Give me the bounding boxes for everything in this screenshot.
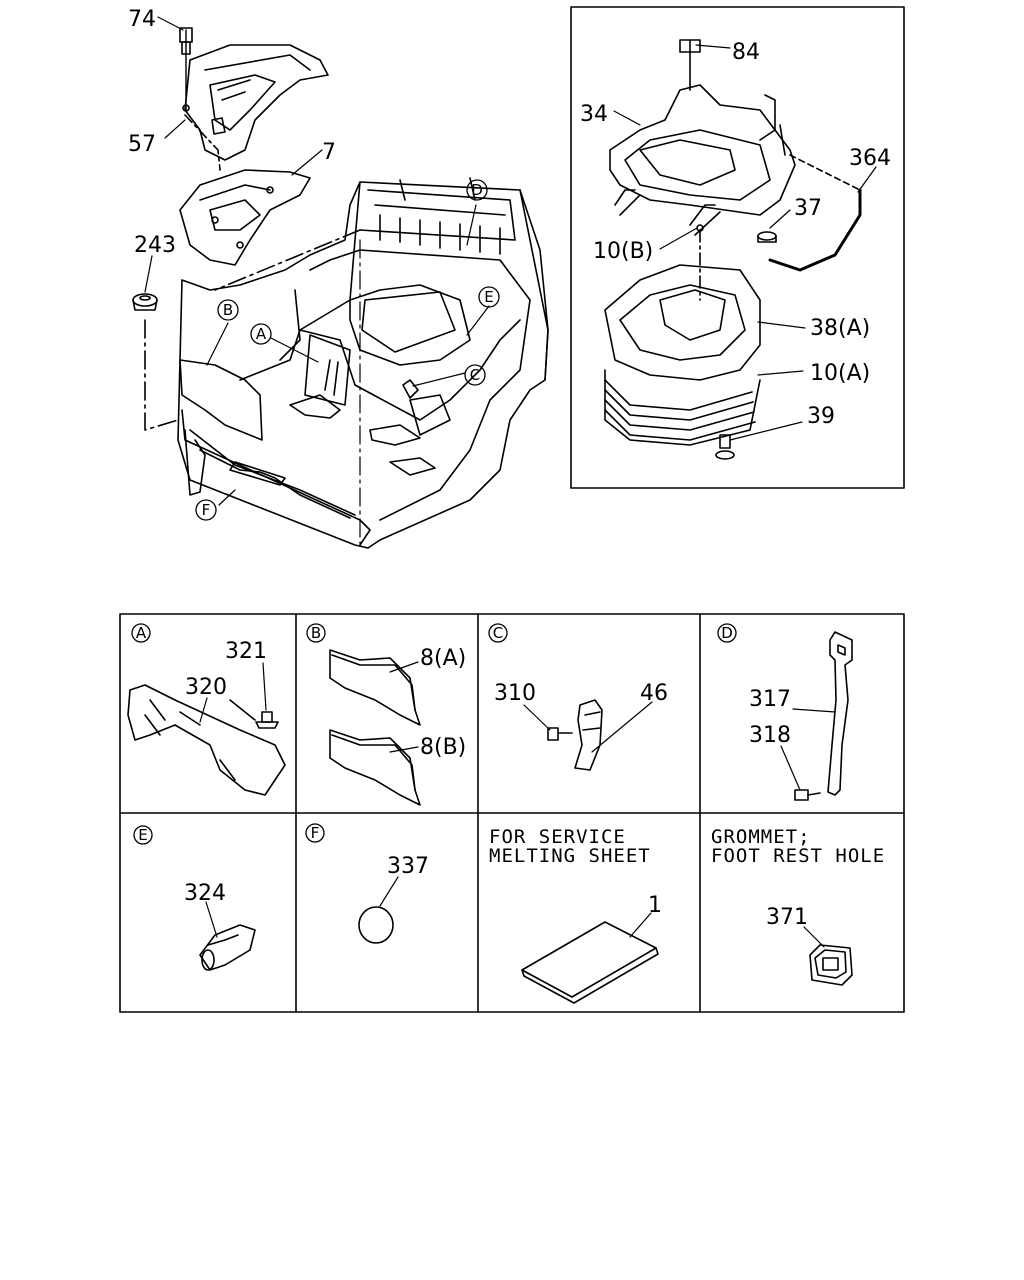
- clip-324: [199, 924, 256, 971]
- ref-letters: D B A E C F: [202, 181, 494, 519]
- plug-337: [358, 906, 394, 944]
- ref-letter-a: A: [256, 325, 267, 343]
- cap-37: [757, 231, 777, 243]
- ref-letter-d: D: [471, 181, 483, 199]
- detail-labels: A 321 320 B 8(A) 8(B) C 310 46 D 317 318…: [136, 624, 885, 930]
- panel-a-letter: A: [136, 624, 147, 642]
- pad-under-c: [409, 394, 451, 436]
- callout-1: 1: [648, 893, 662, 918]
- upper-cover-bracket: [179, 27, 329, 161]
- grommet-371: [809, 944, 853, 986]
- screw-321: [255, 711, 279, 729]
- leader-lines: [144, 16, 877, 948]
- bracket-320: [127, 684, 286, 796]
- callout-8a: 8(A): [420, 646, 466, 671]
- bracket-c: [402, 379, 419, 399]
- floor-cover-7: [179, 169, 311, 266]
- strap-317: [827, 631, 853, 796]
- callout-324: 324: [184, 881, 226, 906]
- callout-320: 320: [185, 675, 227, 700]
- callout-10b: 10(B): [593, 239, 653, 264]
- service-note-line2: MELTING SHEET: [489, 845, 651, 867]
- panel-c-letter: C: [493, 624, 503, 642]
- callout-34: 34: [580, 102, 608, 127]
- callout-371: 371: [766, 905, 808, 930]
- callout-243: 243: [134, 233, 176, 258]
- callout-318: 318: [749, 723, 791, 748]
- callout-321: 321: [225, 639, 267, 664]
- panel-b-letter: B: [311, 624, 321, 642]
- ref-letter-b: B: [223, 301, 233, 319]
- rod-364: [768, 154, 862, 272]
- ref-circles: [131, 179, 737, 845]
- panel-d-letter: D: [721, 624, 733, 642]
- clip-39: [715, 434, 735, 460]
- callout-84: 84: [732, 40, 760, 65]
- sheet-8b: [329, 729, 421, 806]
- callout-46: 46: [640, 681, 668, 706]
- insulator-pad-a: [304, 334, 351, 406]
- callout-8b: 8(B): [420, 735, 466, 760]
- floor-panel-assembly: [144, 114, 549, 549]
- callout-39: 39: [807, 404, 835, 429]
- callout-10a: 10(A): [810, 361, 870, 386]
- ref-letter-f: F: [202, 501, 211, 519]
- callout-337: 337: [387, 854, 429, 879]
- grommet-note-line1: GROMMET;: [711, 826, 811, 848]
- latch-46: [574, 699, 603, 771]
- callout-310: 310: [494, 681, 536, 706]
- battery-case-10a: [604, 369, 761, 446]
- callout-317: 317: [749, 687, 791, 712]
- service-note-line1: FOR SERVICE: [489, 826, 626, 848]
- inset-frame: [570, 6, 905, 489]
- callout-74: 74: [128, 7, 156, 32]
- sheet-8a: [329, 649, 421, 726]
- grommet-note-line2: FOOT REST HOLE: [711, 845, 885, 867]
- melting-sheet-1: [521, 921, 659, 1004]
- callout-37: 37: [794, 196, 822, 221]
- callout-7: 7: [322, 140, 336, 165]
- grommet-243: [132, 293, 158, 311]
- panel-f-letter: F: [311, 824, 320, 842]
- panel-e-letter: E: [138, 826, 147, 844]
- insulator-pad-b: [179, 359, 263, 441]
- ref-letter-c: C: [470, 366, 480, 384]
- callout-38a: 38(A): [810, 316, 870, 341]
- callout-57: 57: [128, 132, 156, 157]
- callout-labels: 74 57 7 243 84 34 364 37 10(B) 38(A) 10(…: [128, 7, 891, 429]
- screw-318: [794, 789, 821, 801]
- tray-34: [609, 39, 796, 236]
- screw-310: [547, 727, 573, 741]
- ref-letter-e: E: [484, 288, 493, 306]
- detail-grid: [119, 613, 905, 1013]
- callout-364: 364: [849, 146, 891, 171]
